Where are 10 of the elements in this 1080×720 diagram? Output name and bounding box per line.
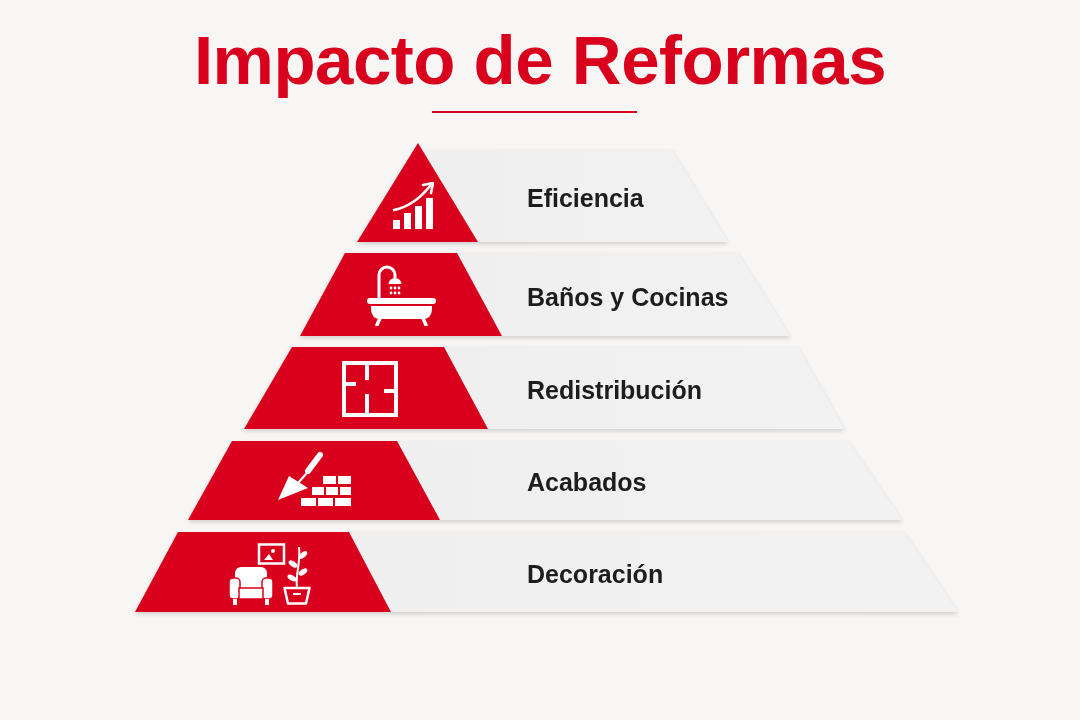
pyramid-tier — [244, 347, 844, 429]
pyramid-tier — [300, 253, 790, 336]
tier-label: Redistribución — [527, 375, 702, 405]
tier-label: Baños y Cocinas — [527, 282, 729, 312]
tier-label: Decoración — [527, 559, 664, 589]
tier-label: Acabados — [527, 467, 647, 497]
tier-label: Eficiencia — [527, 183, 644, 213]
pyramid-tier — [188, 441, 902, 520]
pyramid-tier — [135, 532, 958, 612]
pyramid-tier — [357, 143, 728, 242]
